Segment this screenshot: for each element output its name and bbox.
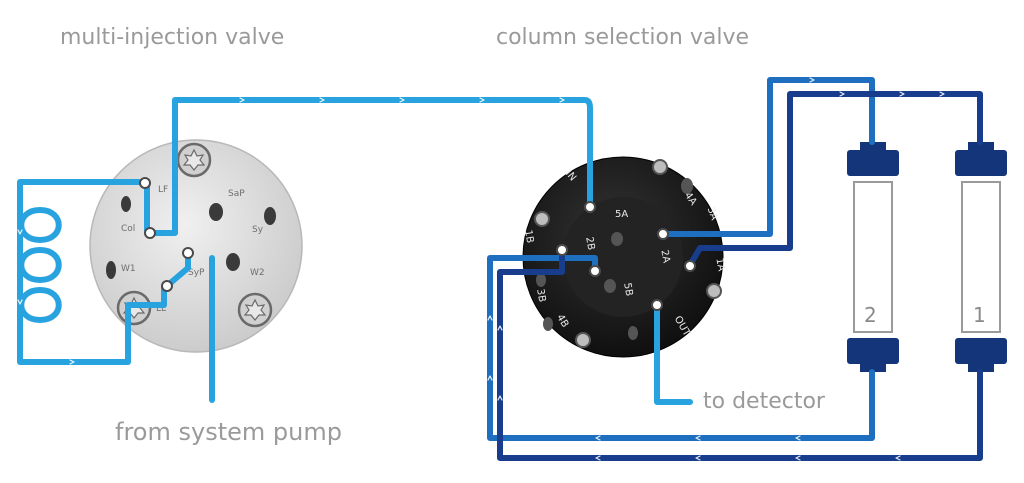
port-hole [543, 317, 553, 331]
port-label-3a: 3A [705, 206, 720, 222]
flow-arrows [17, 77, 945, 461]
multi-injection-valve-caption: multi-injection valve [60, 25, 284, 50]
port-label-w2: W2 [250, 268, 265, 278]
port-label-2a: 2A [658, 249, 671, 264]
column-cap [955, 338, 1007, 364]
column-1: 1 [955, 142, 1007, 372]
screw-icon [575, 332, 591, 348]
lf-tube [144, 179, 153, 236]
le-tube [125, 283, 167, 346]
port-hole [264, 207, 276, 225]
column-cap [860, 142, 886, 152]
column-2-number: 2 [864, 303, 877, 327]
screw-icon [706, 283, 722, 299]
port-label-syp: SyP [188, 268, 205, 278]
port-hole [536, 273, 546, 287]
port-hole [611, 232, 623, 246]
port-fittings [139, 177, 696, 311]
port-hole [106, 261, 116, 279]
column-1-outlet-tube [497, 247, 983, 461]
port-label-lf: LF [158, 185, 168, 195]
column-2-outlet-tube [487, 255, 875, 441]
port-label-2b: 2B [583, 236, 596, 251]
port-label-le: LE [156, 304, 167, 314]
tubing [17, 77, 983, 461]
column-selection-valve-caption: column selection valve [496, 25, 749, 50]
port-label-sap: SaP [228, 189, 245, 199]
column-cap [847, 150, 899, 176]
column-selection-valve: IN 4A 5A 3A 1B 2B 2A 1A 3B 5B 4B OUT [522, 156, 727, 358]
port-label-5b: 5B [621, 282, 634, 297]
column-1-number: 1 [973, 303, 986, 327]
port-label-1a: 1A [713, 257, 726, 272]
sample-loop-tube [17, 179, 148, 365]
port-hole [604, 279, 616, 293]
detector-tube [654, 302, 693, 405]
to-detector-caption: to detector [703, 389, 826, 414]
column-cap [955, 150, 1007, 176]
port-hole [628, 326, 638, 340]
column-1-inlet-tube [687, 91, 983, 268]
port-label-3b: 3B [534, 288, 547, 303]
screw-icon [176, 142, 212, 178]
port-hole [209, 203, 223, 221]
transfer-tube [147, 97, 593, 236]
column-cap [968, 142, 994, 152]
screw-icon [237, 292, 273, 328]
port-hole [681, 178, 693, 194]
screw-icon [652, 159, 668, 175]
port-label-1b: 1B [522, 229, 535, 244]
screw-icon [534, 211, 550, 227]
port-hole [226, 253, 240, 271]
column-2-inlet-tube [660, 77, 875, 237]
from-system-pump-caption: from system pump [115, 418, 342, 446]
multi-injection-valve: LF SaP Col Sy W1 W2 SyP LE [89, 139, 303, 353]
port-label-w1: W1 [121, 264, 136, 274]
column-cap [847, 338, 899, 364]
port-label-col: Col [121, 224, 135, 234]
port-label-5a: 5A [615, 209, 628, 220]
port-label-sy: Sy [252, 225, 264, 235]
column-cap [968, 362, 994, 372]
port-hole [121, 196, 131, 212]
column-2: 2 [847, 142, 899, 372]
column-cap [860, 362, 886, 372]
